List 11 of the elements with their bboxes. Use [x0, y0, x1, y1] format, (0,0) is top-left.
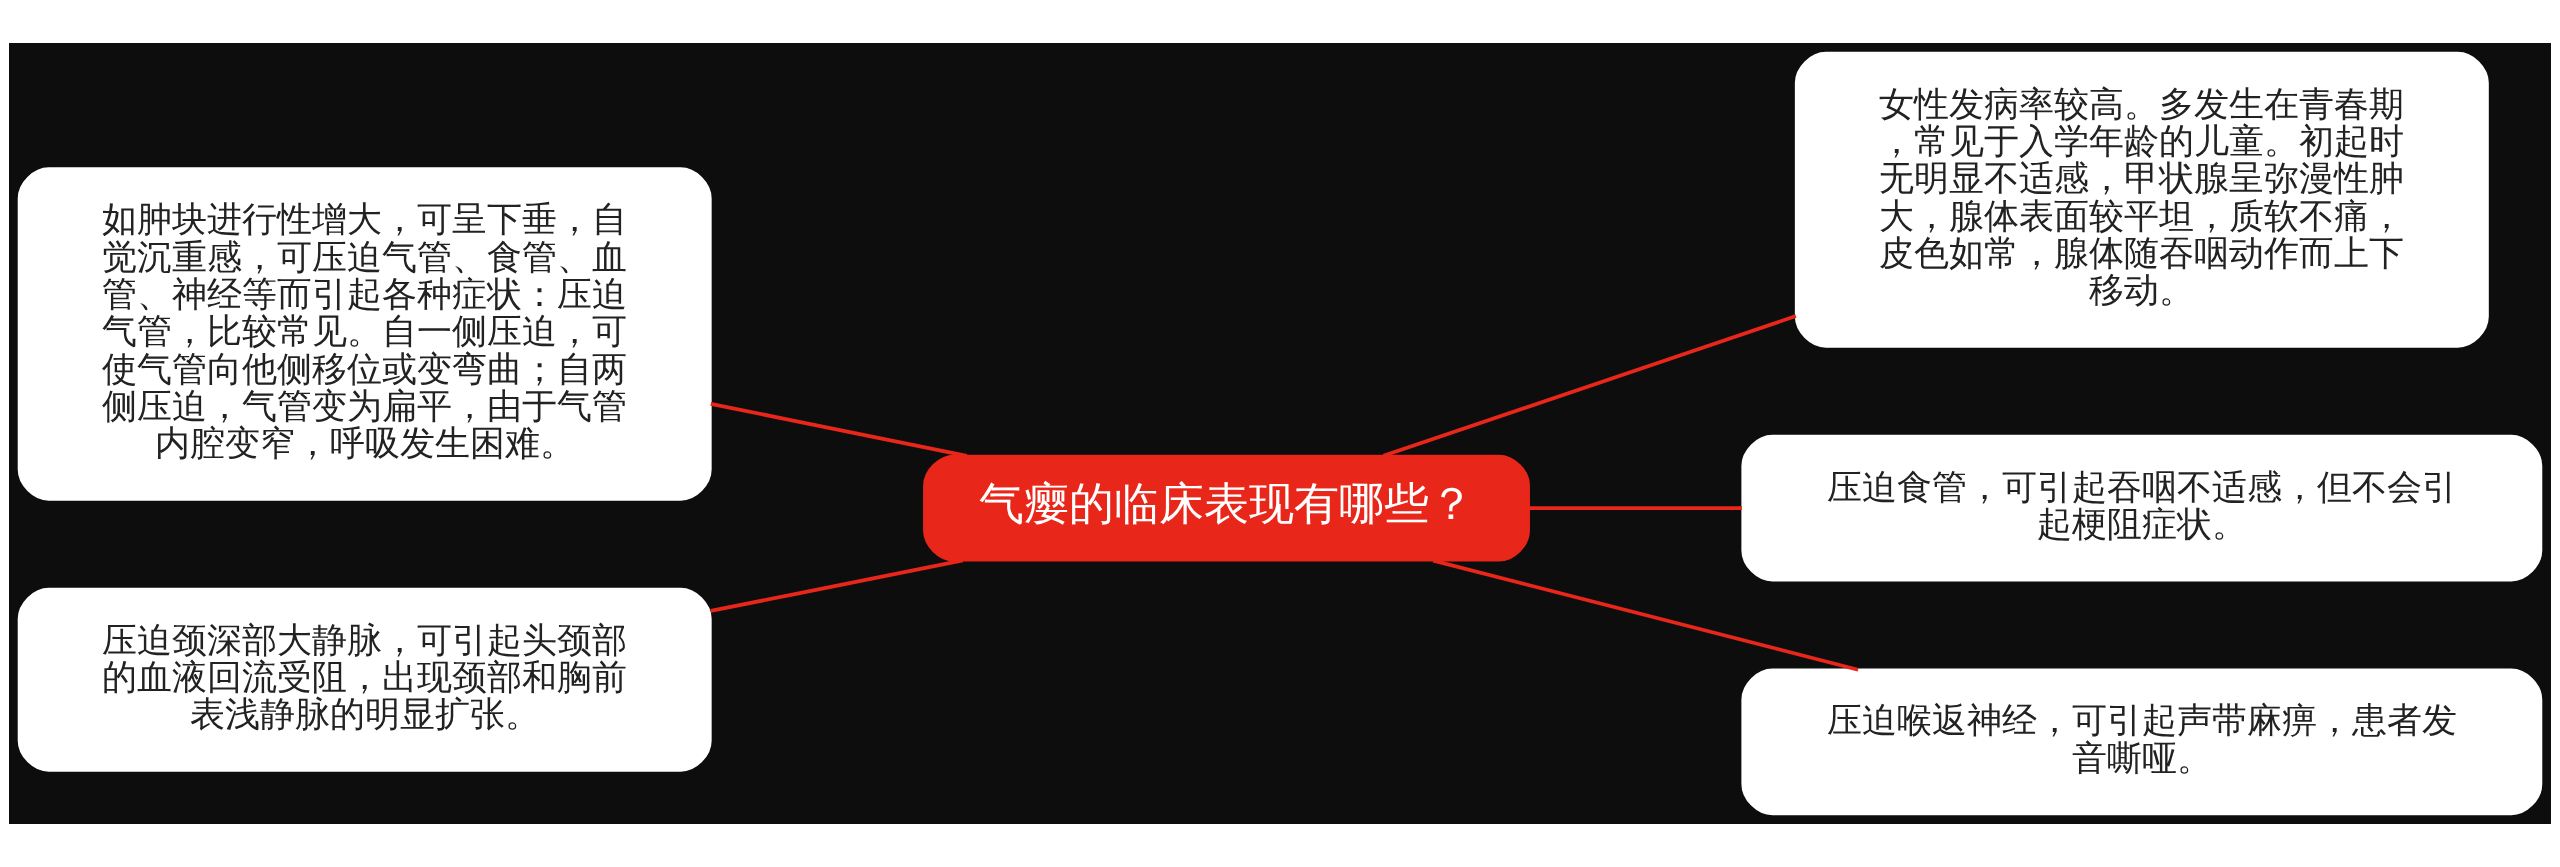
node-box: 女性发病率较高。多发生在青春期，常见于入学年龄的儿童。初起时无明显不适感，甲状腺呈弥漫性肿大，腺体表面较平坦，质软不痛，皮色如常，腺体随吞咽动作而上下移动。: [1794, 51, 2489, 348]
node-box: 压迫颈深部大静脉，可引起头颈部的血液回流受阻，出现颈部和胸前表浅静脉的明显扩张。: [17, 587, 712, 772]
connector: [710, 402, 968, 458]
node-box: 压迫喉返神经，可引起声带麻痹，患者发音嘶哑。: [1741, 668, 2543, 816]
node-box: 如肿块进行性增大，可呈下垂，自觉沉重感，可压迫气管、食管、血管、神经等而引起各种症状：压迫气管，比较常见。自一侧压迫，可使气管向他侧移位或变弯曲；自两侧压迫，气管变为扁平，由于气管内腔变窄，呼吸发生困难。: [17, 167, 712, 501]
connector: [1432, 558, 1859, 672]
connector: [1382, 314, 1797, 458]
connector: [710, 558, 964, 613]
node-box: 压迫食管，可引起吞咽不适感，但不会引起梗阻症状。: [1741, 434, 2543, 582]
connector: [1528, 506, 1742, 510]
node-box: 气瘿的临床表现有哪些？: [923, 454, 1530, 562]
